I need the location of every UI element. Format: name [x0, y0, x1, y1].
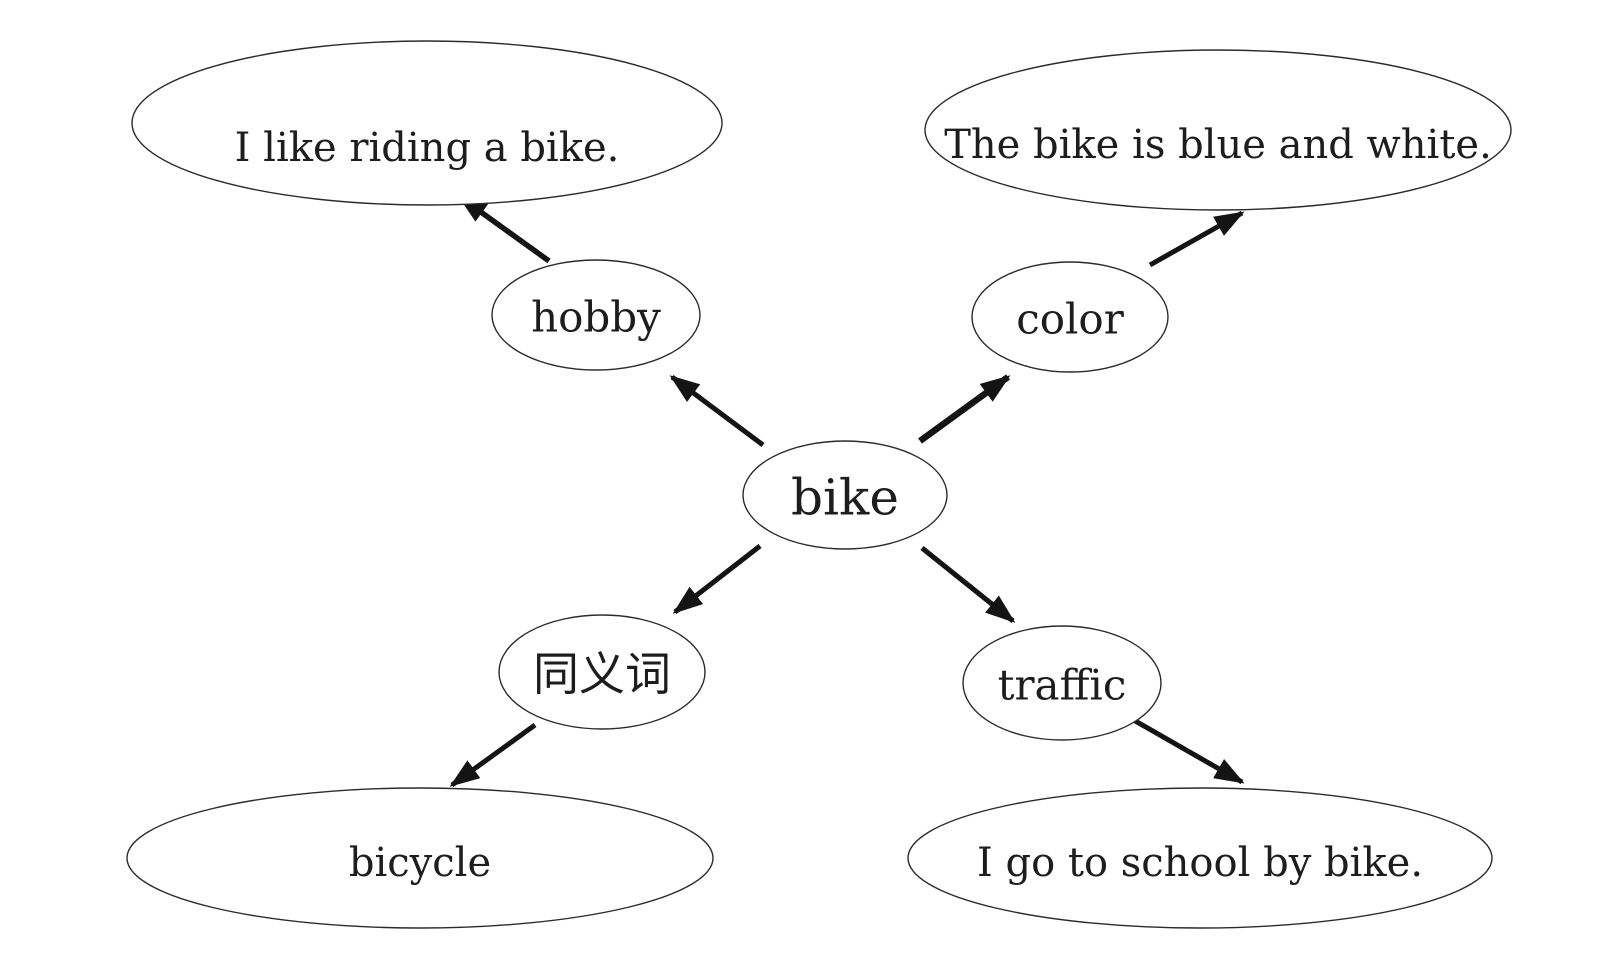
traffic-ellipse: [962, 625, 1162, 741]
traffic-example-ellipse: [907, 787, 1493, 929]
traffic-example-label: I go to school by bike.: [977, 840, 1423, 886]
synonym-word-ellipse: [126, 787, 714, 929]
arrow-synonym-to-word: [449, 722, 537, 788]
hobby-ellipse: [491, 259, 701, 371]
node-synonym: 同义词: [498, 614, 706, 730]
bike-ellipse: [742, 440, 948, 550]
color-ellipse: [971, 261, 1169, 373]
leaf-traffic-example: I go to school by bike.: [907, 787, 1493, 929]
arrow-bike-to-hobby: [669, 374, 765, 448]
arrow-color-to-example: [1148, 210, 1245, 268]
arrow-traffic-to-example: [1128, 715, 1245, 785]
arrow-bike-to-color: [918, 374, 1011, 444]
traffic-label: traffic: [998, 661, 1127, 710]
synonym-ellipse: [498, 614, 706, 730]
color-label: color: [1016, 295, 1125, 344]
hobby-label: hobby: [531, 293, 661, 342]
color-example-label: The bike is blue and white.: [944, 122, 1492, 168]
hobby-example-ellipse: [131, 40, 723, 206]
leaf-hobby-example: I like riding a bike.: [131, 40, 723, 206]
color-example-ellipse: [924, 49, 1512, 211]
node-hobby: hobby: [491, 259, 701, 371]
arrow-bike-to-synonym: [672, 544, 762, 614]
hobby-example-label: I like riding a bike.: [235, 125, 620, 171]
bike-label: bike: [791, 469, 899, 527]
arrow-bike-to-traffic: [920, 546, 1016, 623]
node-color: color: [971, 261, 1169, 373]
synonym-label: 同义词: [533, 647, 671, 701]
node-traffic: traffic: [962, 625, 1162, 741]
node-bike-center: bike: [742, 440, 948, 550]
synonym-word-label: bicycle: [349, 840, 491, 886]
arrow-hobby-to-example: [457, 194, 551, 264]
leaf-color-example: The bike is blue and white.: [924, 49, 1512, 211]
leaf-synonym-word: bicycle: [126, 787, 714, 929]
